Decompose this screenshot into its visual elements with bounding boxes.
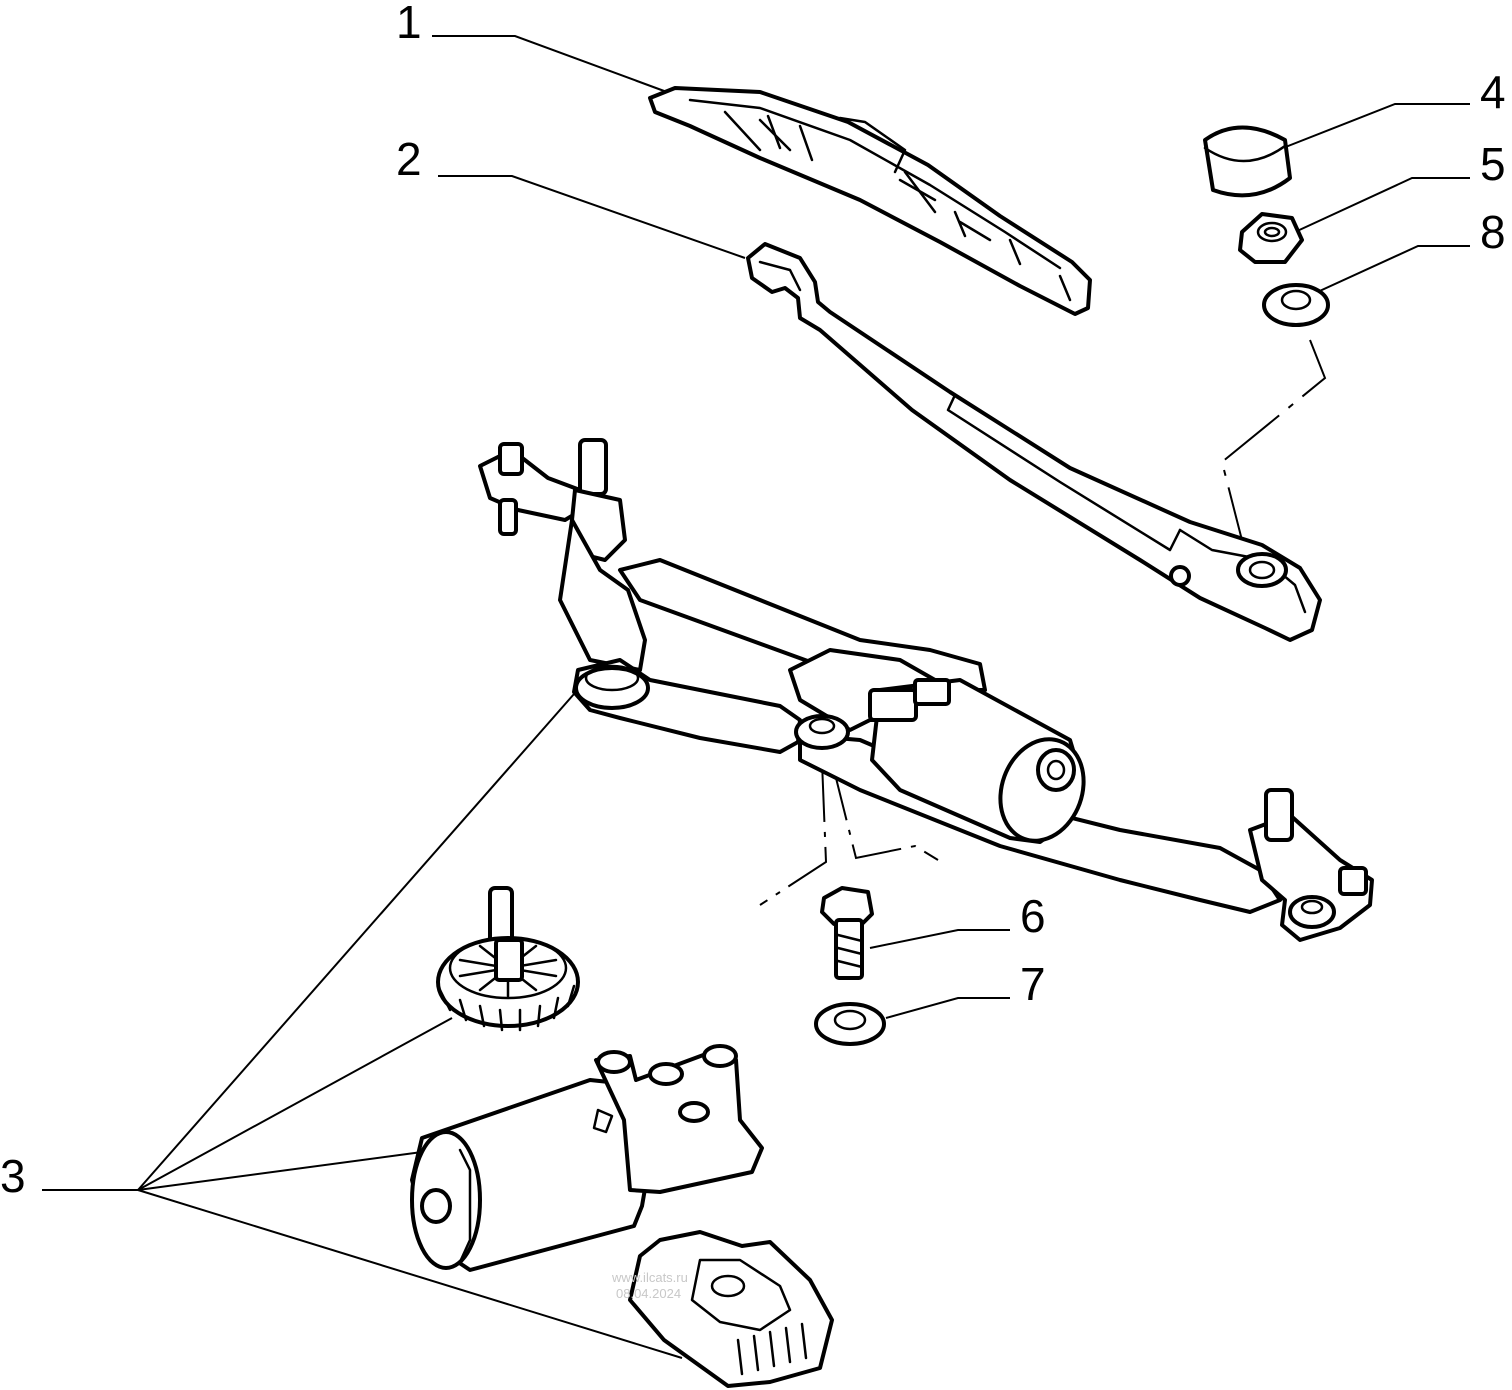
nut-part: [1238, 212, 1304, 264]
wiper-motor-part: [410, 1044, 764, 1272]
gear-part: [436, 886, 580, 1032]
washer-bottom-part: [814, 1002, 886, 1046]
motor-cover-part: [628, 1230, 834, 1388]
wiper-arm-part: [746, 242, 1322, 642]
callout-7-label: 7: [1020, 958, 1046, 1010]
watermark-line-1: www.ilcats.ru: [611, 1270, 688, 1285]
callout-6-label: 6: [1020, 890, 1046, 942]
wiper-linkage-assembly: [478, 438, 1374, 942]
callout-3-label: 3: [0, 1150, 26, 1202]
washer-top-part: [1262, 283, 1330, 327]
callout-2-label: 2: [396, 133, 422, 185]
watermark-line-2: 08.04.2024: [616, 1286, 681, 1301]
callout-4-label: 4: [1480, 66, 1506, 118]
leader-lines: [42, 35, 1470, 1359]
callout-8-label: 8: [1480, 206, 1506, 258]
callout-5-label: 5: [1480, 138, 1506, 190]
bolt-part: [820, 886, 874, 980]
callout-1-label: 1: [396, 0, 422, 48]
wiper-blade-part: [648, 86, 1092, 316]
cap-part: [1203, 125, 1292, 198]
